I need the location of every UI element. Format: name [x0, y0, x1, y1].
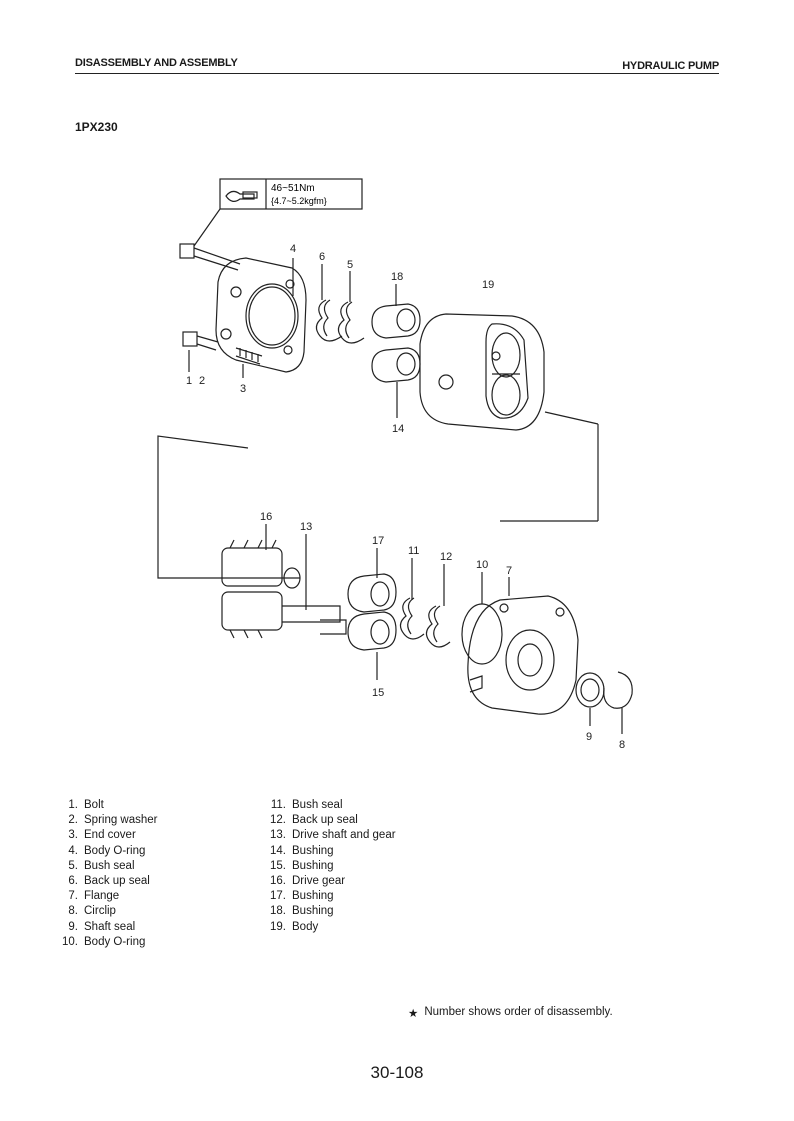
callout-13: 13 — [300, 521, 312, 533]
bush-seal-upper-icon — [337, 301, 365, 344]
callout-4: 4 — [290, 243, 296, 255]
legend-item: 16.Drive gear — [270, 875, 346, 888]
legend-item: 11.Bush seal — [270, 799, 343, 811]
legend-item: 10.Body O-ring — [62, 935, 146, 948]
model-heading: 1PX230 — [75, 120, 118, 134]
legend-item: 18.Bushing — [270, 905, 334, 918]
callout-6: 6 — [319, 251, 325, 263]
callout-19: 19 — [482, 279, 494, 291]
disassembly-note: ★ Number shows order of disassembly. — [408, 1006, 613, 1020]
callout-18: 18 — [391, 271, 403, 283]
callout-9: 9 — [586, 731, 592, 743]
torque-wrench-icon — [225, 190, 255, 202]
note-text: Number shows order of disassembly. — [424, 1006, 613, 1018]
legend-item: 3.End cover — [68, 829, 136, 842]
callout-12: 12 — [440, 551, 452, 563]
bushing-lower-icon — [347, 573, 397, 651]
legend-item: 6.Back up seal — [68, 875, 150, 888]
parts-legend-left: 1.Bolt 2.Spring washer 3.End cover 4.Bod… — [60, 798, 158, 950]
body-o-ring-upper-icon — [245, 283, 299, 349]
legend-item: 1.Bolt — [68, 799, 104, 811]
drive-gear-icon — [221, 539, 347, 639]
flange-icon — [467, 595, 579, 715]
callout-2: 2 — [199, 375, 205, 387]
legend-item: 7.Flange — [68, 890, 120, 903]
pump-body-icon — [419, 313, 545, 431]
bush-seal-lower-icon — [399, 597, 425, 640]
legend-item: 5.Bush seal — [68, 859, 135, 872]
back-up-seal-upper-icon — [315, 299, 343, 342]
torque-value-kgfm: {4.7~5.2kgfm} — [271, 196, 327, 206]
legend-item: 8.Circlip — [68, 905, 116, 918]
end-cover-icon — [215, 257, 307, 373]
callout-8: 8 — [619, 739, 625, 751]
callout-10: 10 — [476, 559, 488, 571]
legend-item: 13.Drive shaft and gear — [270, 829, 396, 842]
callout-16: 16 — [260, 511, 272, 523]
exploded-view-diagram: 46~51Nm {4.7~5.2kgfm} 1 2 3 4 5 6 7 8 9 … — [157, 178, 633, 751]
callout-7: 7 — [506, 565, 512, 577]
legend-item: 2.Spring washer — [68, 814, 158, 827]
component-title: HYDRAULIC PUMP — [622, 60, 719, 72]
parts-legend-right: 11.Bush seal 12.Back up seal 13.Drive sh… — [266, 798, 396, 935]
torque-spec-box — [219, 178, 363, 210]
shaft-seal-icon — [575, 672, 605, 708]
legend-item: 15.Bushing — [270, 859, 334, 872]
torque-value: 46~51Nm — [271, 183, 315, 194]
callout-15: 15 — [372, 687, 384, 699]
bolt-lower-icon — [182, 331, 219, 351]
bolt-upper-icon — [179, 243, 241, 271]
legend-item: 14.Bushing — [270, 844, 334, 857]
callout-1: 1 — [186, 375, 192, 387]
section-title: DISASSEMBLY AND ASSEMBLY — [75, 57, 238, 69]
callout-11: 11 — [408, 545, 419, 557]
legend-item: 17.Bushing — [270, 890, 334, 903]
callout-14: 14 — [392, 423, 404, 435]
bushing-upper-icon — [371, 303, 421, 383]
callout-17: 17 — [372, 535, 384, 547]
legend-item: 9.Shaft seal — [68, 920, 136, 933]
page-number: 30-108 — [370, 1063, 424, 1082]
callout-3: 3 — [240, 383, 246, 395]
star-icon: ★ — [408, 1008, 419, 1020]
legend-item: 4.Body O-ring — [68, 844, 146, 857]
circlip-icon — [603, 671, 633, 709]
callout-5: 5 — [347, 259, 353, 271]
legend-item: 12.Back up seal — [270, 814, 358, 827]
stud-icon — [235, 347, 263, 365]
legend-item: 19.Body — [270, 920, 319, 933]
header-rule — [75, 73, 719, 74]
back-up-seal-lower-icon — [425, 605, 451, 648]
